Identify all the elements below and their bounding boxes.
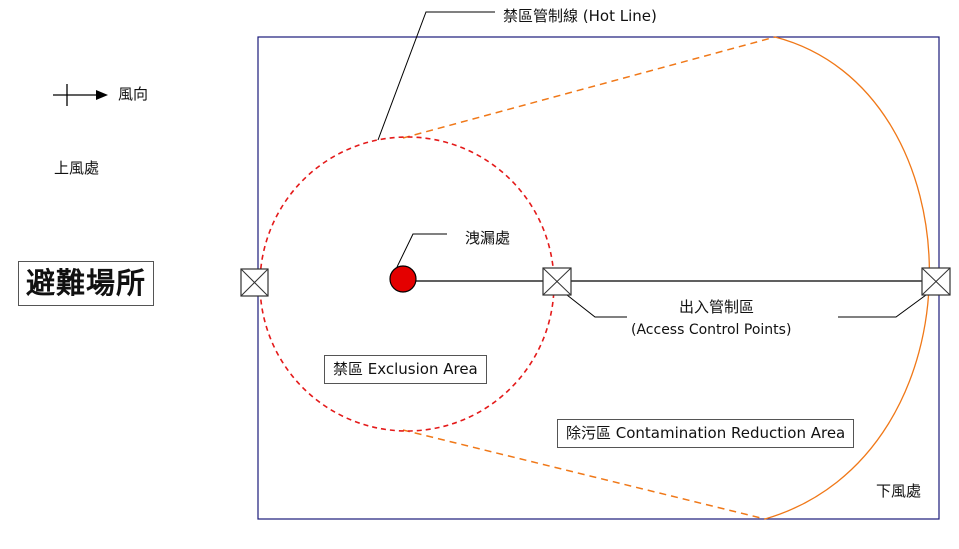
wind-arrow-icon bbox=[53, 84, 108, 106]
leak-source-label: 洩漏處 bbox=[465, 229, 511, 247]
hot-line-label: 禁區管制線 (Hot Line) bbox=[503, 7, 657, 25]
corridor-lower-dashed-line bbox=[402, 429, 766, 520]
corridor-upper-dashed-line bbox=[402, 36, 776, 139]
hot-line-leader bbox=[377, 11, 495, 141]
upwind-label: 上風處 bbox=[54, 159, 100, 177]
leak-source-leader bbox=[396, 233, 447, 268]
contamination-reduction-area-box: 除污區 Contamination Reduction Area bbox=[557, 419, 855, 448]
access-left-leader bbox=[566, 294, 627, 318]
access-control-label-en: (Access Control Points) bbox=[631, 322, 792, 338]
evacuation-site-box: 避難場所 bbox=[18, 261, 155, 306]
access-control-label-zh: 出入管制區 bbox=[679, 298, 755, 316]
exclusion-area-box: 禁區 Exclusion Area bbox=[324, 355, 487, 384]
downwind-label: 下風處 bbox=[876, 482, 922, 500]
wind-direction-label: 風向 bbox=[118, 85, 149, 103]
access-right-leader bbox=[838, 294, 927, 318]
control-point-box-left bbox=[240, 268, 269, 297]
control-point-box-middle bbox=[542, 267, 572, 296]
leak-source-marker bbox=[389, 265, 417, 293]
control-point-box-right bbox=[921, 267, 951, 296]
